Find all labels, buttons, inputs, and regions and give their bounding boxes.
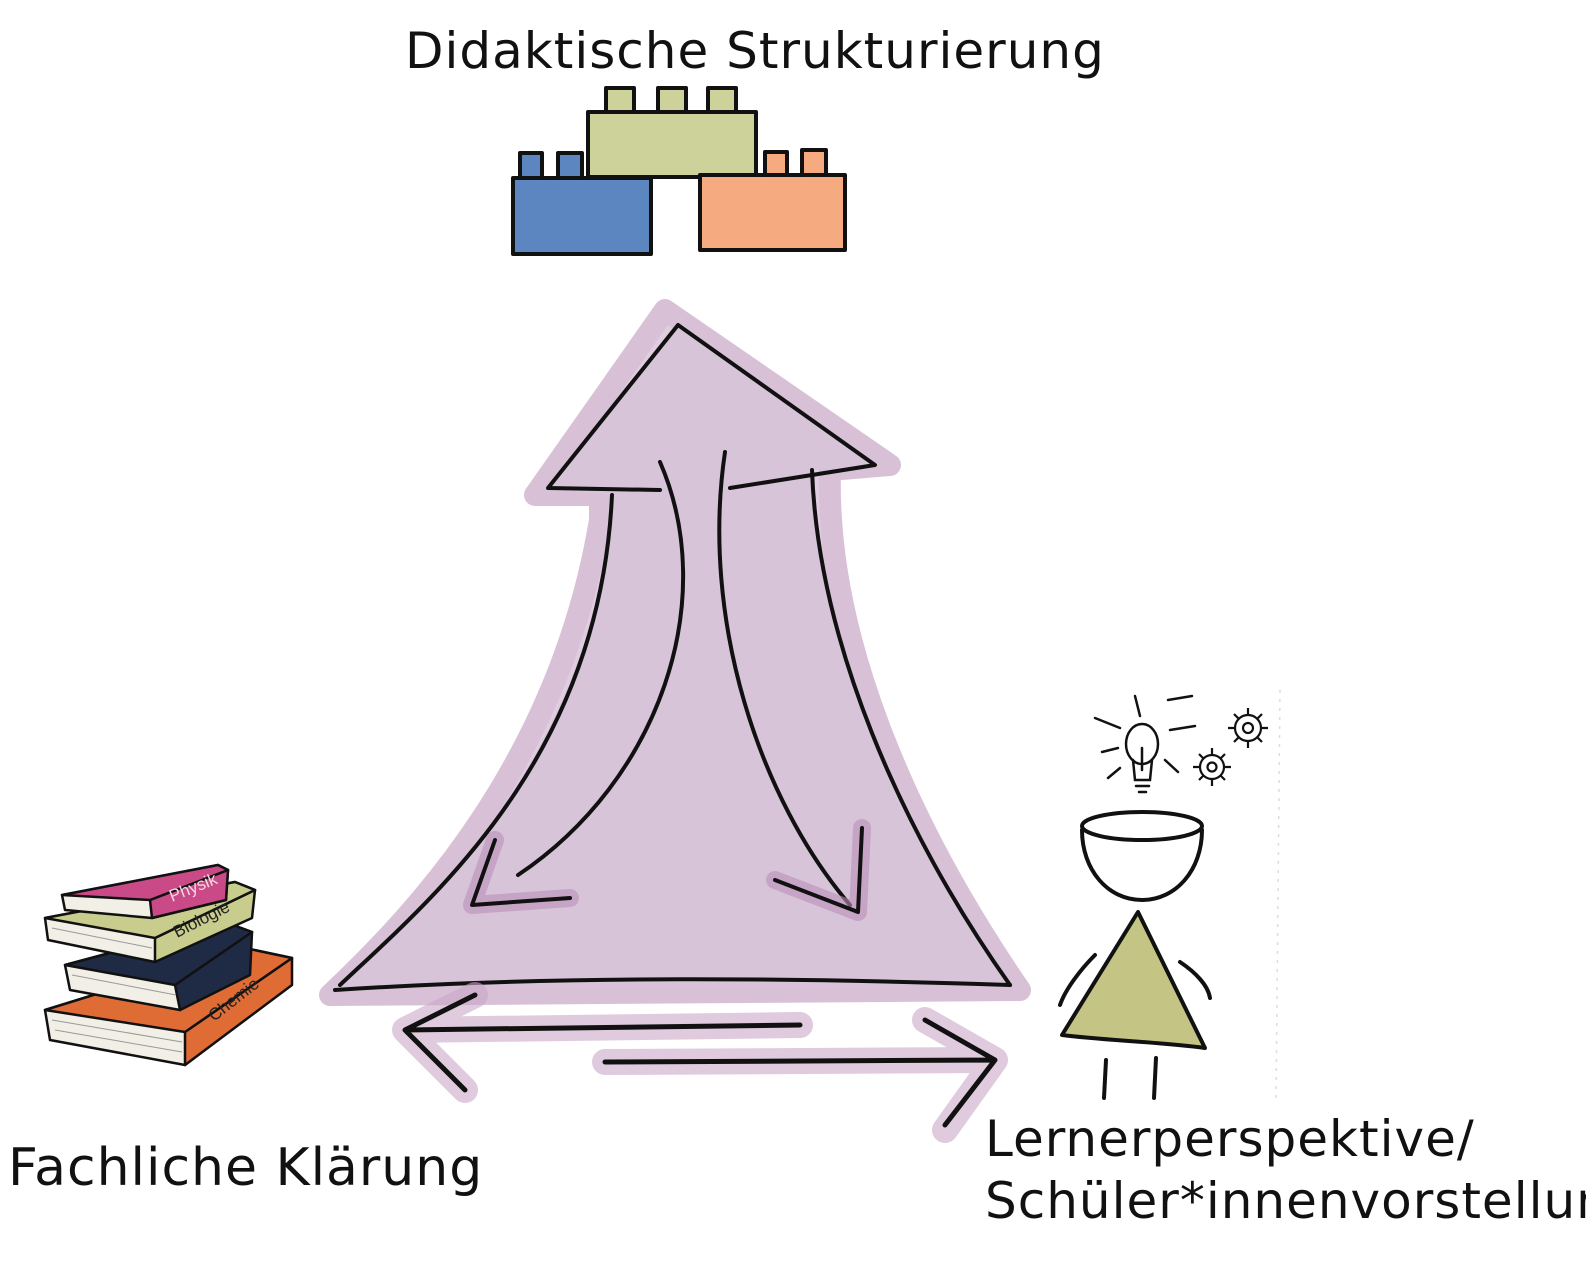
lego-block-blue bbox=[511, 176, 653, 256]
lightbulb-icon bbox=[1093, 694, 1197, 794]
lego-stud bbox=[800, 148, 828, 177]
book-physik bbox=[60, 863, 230, 920]
inner-arrow-left bbox=[516, 460, 686, 877]
bottom-arrow-left-shadow bbox=[392, 982, 813, 1103]
lego-stud bbox=[763, 150, 789, 177]
inner-arrow-right bbox=[717, 450, 852, 907]
person-body bbox=[1060, 910, 1207, 1050]
faint-divider bbox=[1275, 689, 1281, 1101]
central-arrow-outline-left bbox=[338, 493, 614, 987]
person-leg-left bbox=[1102, 1058, 1108, 1100]
bottom-arrow-left bbox=[402, 992, 803, 1093]
node-label-fachliche-klaerung: Fachliche Klärung bbox=[8, 1138, 484, 1198]
node-label-didaktische-strukturierung: Didaktische Strukturierung bbox=[405, 22, 1105, 80]
lego-stud bbox=[656, 86, 688, 114]
person-head bbox=[1080, 828, 1204, 903]
bottom-double-arrow bbox=[392, 982, 1008, 1143]
node-label-line-1: Lernerperspektive/ bbox=[985, 1110, 1475, 1168]
lego-block-green bbox=[586, 110, 758, 179]
lego-stud bbox=[706, 86, 738, 114]
bottom-arrow-right bbox=[602, 1017, 998, 1128]
central-arrow-outline-head bbox=[546, 323, 877, 492]
lego-stud bbox=[604, 86, 636, 114]
gear-icon bbox=[1228, 708, 1268, 748]
person-leg-right bbox=[1152, 1056, 1158, 1100]
node-label-line-2: Schüler*innenvorstellung bbox=[985, 1172, 1586, 1230]
gear-icon bbox=[1193, 748, 1231, 786]
person-arm-left bbox=[1058, 953, 1097, 1007]
person-head-rim bbox=[1080, 810, 1204, 842]
central-arrow bbox=[319, 299, 1031, 1006]
lego-stud bbox=[518, 151, 544, 180]
central-arrow-base bbox=[333, 977, 1012, 992]
node-label-lernerperspektive: Lernerperspektive/ Schüler*innenvorstell… bbox=[985, 1108, 1586, 1232]
person-icon bbox=[1058, 810, 1212, 1100]
person-arm-right bbox=[1178, 960, 1212, 1000]
lego-block-orange bbox=[698, 173, 847, 252]
lego-blocks-icon bbox=[511, 86, 847, 256]
inner-arrow-left-head-stroke bbox=[470, 838, 572, 907]
central-arrow-outline-right bbox=[810, 468, 1012, 987]
inner-arrow-right-head-stroke bbox=[773, 826, 864, 914]
lego-stud bbox=[556, 151, 584, 180]
book-stack-icon: Physik Biologie Chemie bbox=[43, 863, 294, 1067]
